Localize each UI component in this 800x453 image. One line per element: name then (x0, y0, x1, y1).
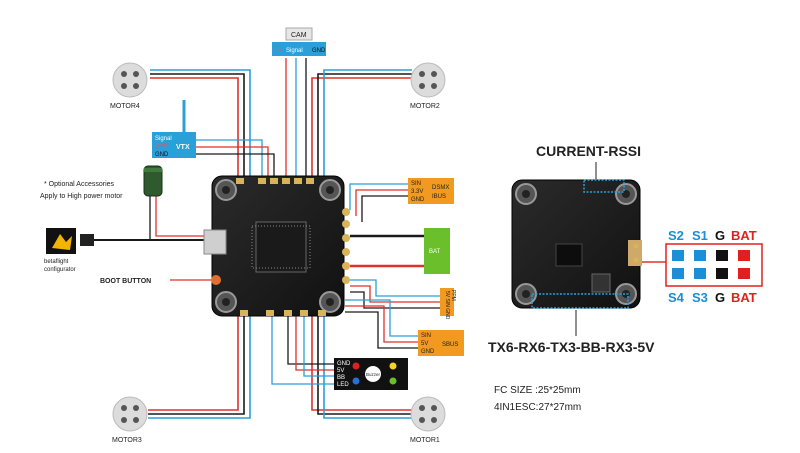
sbus-pin-5v: 5V (421, 341, 428, 347)
esc-pinout-table: S2 S1 G BAT S4 S3 G BAT (665, 228, 763, 305)
motor4: MOTOR4 (110, 62, 148, 110)
buzzer-pin-led: LED (337, 382, 349, 388)
buzzer-icon (365, 366, 381, 382)
pin-s3-label: S3 (692, 290, 708, 305)
buzzer-led-box: GND 5V BB LED Buzzer (334, 358, 408, 390)
boot-button-label: BOOT BUTTON (100, 278, 151, 285)
vtx-pin-vcc: VCC (155, 144, 168, 150)
sbus-pin-gnd: GND (421, 349, 435, 355)
dsmx-label: DSMX (432, 185, 449, 191)
dsmx-pin-sin: SIN (411, 181, 421, 187)
pin-bat-bottom-label: BAT (731, 290, 757, 305)
current-rssi-label: CURRENT-RSSI (536, 143, 641, 159)
led-yellow-icon (389, 362, 397, 370)
buzzer-pin-5v: 5V (337, 368, 344, 374)
fc-size-label: FC SIZE :25*25mm (494, 385, 581, 396)
cam-pin-signal: Signal (286, 48, 303, 54)
buzzer-label: Buzzer (366, 372, 381, 377)
dsmx-ibus-box: SIN 3.3V GND DSMX IBUS (408, 178, 454, 204)
optional-accessories-text: * Optional Accessories (44, 181, 115, 188)
pin-bat-top-label: BAT (731, 228, 757, 243)
ppm-pins: 5V SIN GND (444, 291, 450, 320)
vtx-module: Signal VCC GND VTX (152, 100, 196, 158)
ppm-label: PPM (450, 290, 456, 301)
cam-pin-gnd: GND (312, 48, 326, 54)
motor3-label: MOTOR3 (112, 437, 142, 444)
bat-label: BAT (429, 249, 441, 255)
cam-connector: CAM 5V Signal GND (272, 27, 326, 56)
configurator-label: configurator (44, 267, 76, 273)
sbus-label: SBUS (442, 342, 458, 348)
cam-pin-5v: 5V (275, 48, 282, 54)
pin-s4-label: S4 (668, 290, 685, 305)
esc-size-label: 4IN1ESC:27*27mm (494, 402, 581, 413)
motor4-label: MOTOR4 (110, 103, 140, 110)
pin-g-bottom-label: G (715, 290, 725, 305)
ppm-box: 5V SIN GND PPM (440, 288, 456, 320)
vtx-label: VTX (176, 144, 190, 151)
buzzer-pin-gnd: GND (337, 361, 351, 367)
high-power-motor-text: Apply to High power motor (40, 193, 123, 200)
betaflight-icon (46, 228, 94, 254)
pin-s2-label: S2 (668, 228, 684, 243)
bottom-pads-label: TX6-RX6-TX3-BB-RX3-5V (488, 339, 655, 355)
dsmx-pin-gnd: GND (411, 197, 425, 203)
motor1-label: MOTOR1 (410, 437, 440, 444)
esc-board (511, 179, 642, 309)
motor2: MOTOR2 (410, 62, 446, 110)
signal-wires (92, 58, 440, 385)
vtx-pin-signal: Signal (155, 136, 172, 142)
motor1: MOTOR1 (410, 396, 446, 444)
flight-controller-board (203, 175, 350, 317)
pin-g-top-label: G (715, 228, 725, 243)
led-blue-icon (352, 377, 360, 385)
betaflight-label: betaflight (44, 259, 69, 265)
ibus-label: IBUS (432, 194, 446, 200)
motor2-label: MOTOR2 (410, 103, 440, 110)
pin-s1-label: S1 (692, 228, 708, 243)
led-red-icon (352, 362, 360, 370)
buzzer-pin-bb: BB (337, 375, 345, 381)
capacitor-icon (143, 165, 163, 197)
vtx-pin-gnd: GND (155, 152, 169, 158)
led-green-icon (389, 377, 397, 385)
motor-wires (148, 69, 412, 419)
battery-box: BAT (424, 228, 450, 274)
sbus-pin-sin: SIN (421, 333, 431, 339)
cam-label: CAM (291, 32, 307, 39)
sbus-box: SIN 5V GND SBUS (418, 330, 464, 356)
motor3: MOTOR3 (112, 396, 148, 444)
dsmx-pin-33v: 3.3V (411, 189, 423, 195)
